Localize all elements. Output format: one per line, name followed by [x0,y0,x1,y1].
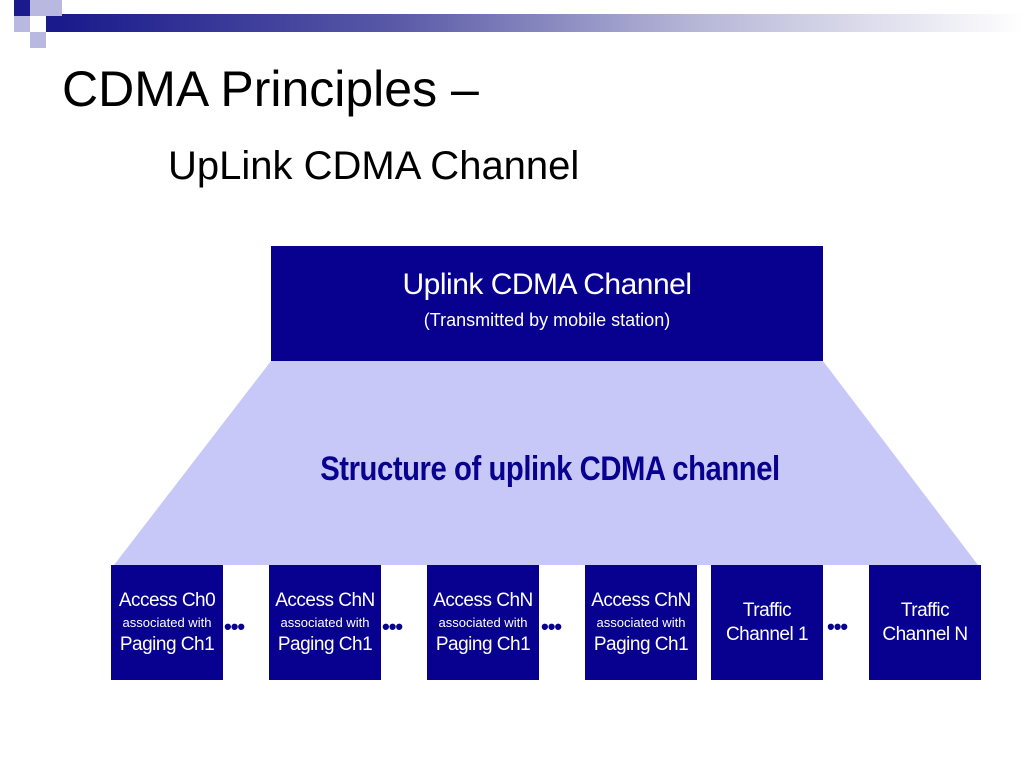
access-channel-n-box: Access ChN associated with Paging Ch1 [269,565,381,680]
channel-line3: Paging Ch1 [277,633,373,655]
structure-label: Structure of uplink CDMA channel [320,450,780,488]
uplink-channel-subtitle: (Transmitted by mobile station) [423,310,671,330]
traffic-channel-1-box: Traffic Channel 1 [711,565,823,680]
header-square-light [14,16,30,32]
channel-line3: Paging Ch1 [119,633,215,655]
channel-line3: Paging Ch1 [593,633,689,655]
traffic-channel-n-box: Traffic Channel N [869,565,981,680]
channel-line1: Access ChN [433,589,533,611]
channel-line1: Traffic [742,599,792,621]
header-square-dark [46,16,62,32]
channel-line3: Paging Ch1 [435,633,531,655]
header-square-light [30,0,46,16]
header-square-dark [14,0,30,16]
channel-line1: Traffic [900,599,950,621]
header-square-light [30,32,46,48]
channel-line1: Access ChN [275,589,375,611]
channel-line1: Access Ch0 [118,589,216,611]
slide-title: CDMA Principles – [62,61,479,117]
channel-line1: Access ChN [591,589,691,611]
slide-subtitle: UpLink CDMA Channel [168,144,580,188]
access-channel-n-box: Access ChN associated with Paging Ch1 [585,565,697,680]
ellipsis: ••• [382,614,403,639]
channel-line2: associated with [596,614,686,630]
structure-trapezoid [114,361,978,565]
channel-line2: associated with [122,614,212,630]
channel-line3: Channel 1 [725,623,809,645]
uplink-channel-box: Uplink CDMA Channel (Transmitted by mobi… [271,246,823,361]
channel-line3: Channel N [882,623,968,645]
header-gradient-bar [62,14,1024,32]
ellipsis: ••• [827,614,848,639]
access-channel-0-box: Access Ch0 associated with Paging Ch1 [111,565,223,680]
ellipsis: ••• [541,614,562,639]
ellipsis: ••• [224,614,245,639]
access-channel-n-box: Access ChN associated with Paging Ch1 [427,565,539,680]
channel-line2: associated with [438,614,528,630]
uplink-channel-title: Uplink CDMA Channel [402,268,692,301]
header-square-light [46,0,62,16]
channel-line2: associated with [280,614,370,630]
